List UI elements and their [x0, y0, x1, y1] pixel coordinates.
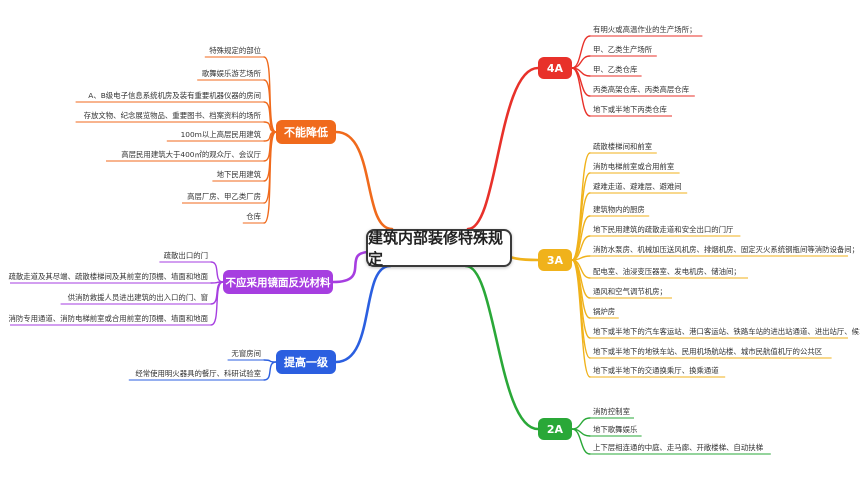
- leaf-item-a3-10[interactable]: 地下或半地下的地铁车站、民用机场航站楼、城市民航值机厅的公共区: [593, 347, 823, 356]
- branch-connector-a4: [466, 66, 540, 231]
- branch-connector-a2: [464, 264, 540, 431]
- leaf-item-a3-5[interactable]: 消防水泵房、机械加压送风机房、排烟机房、固定灭火系统钢瓶间等消防设备间；: [593, 245, 860, 254]
- leaf-item-raise-1[interactable]: 经常使用明火器具的餐厅、科研试验室: [135, 369, 261, 378]
- leaf-item-no_lower-1[interactable]: 歌舞娱乐游艺场所: [201, 69, 261, 78]
- leaf-item-no_mirror-1[interactable]: 疏散走道及其尽端、疏散楼梯间及其前室的顶棚、墙面和地面: [8, 272, 208, 281]
- leaf-connector-raise-1: [263, 361, 277, 381]
- leaf-item-a3-6[interactable]: 配电室、油浸变压器室、发电机房、储油间；: [593, 267, 741, 276]
- branch-node-no_lower[interactable]: 不能降低: [276, 120, 336, 144]
- leaf-item-a4-4[interactable]: 地下或半地下丙类仓库: [593, 105, 667, 114]
- leaf-item-no_lower-8[interactable]: 仓库: [246, 212, 261, 221]
- leaf-connector-a2-0: [571, 417, 591, 430]
- leaf-connector-a4-4: [571, 67, 591, 117]
- leaf-item-a3-4[interactable]: 地下民用建筑的疏散走道和安全出口的门厅: [593, 225, 734, 234]
- leaf-connector-a2-2: [571, 428, 591, 455]
- leaf-item-a3-0[interactable]: 疏散楼梯间和前室: [593, 142, 653, 151]
- root-node[interactable]: 建筑内部装修特殊规定: [366, 229, 512, 268]
- leaf-item-no_lower-0[interactable]: 特殊规定的部位: [209, 46, 261, 55]
- leaf-connector-a3-11: [571, 259, 591, 378]
- leaf-connector-no_lower-8: [263, 131, 277, 224]
- branch-connector-no_mirror: [331, 250, 372, 284]
- branch-connector-no_lower: [334, 130, 394, 231]
- leaf-item-no_lower-7[interactable]: 高层厂房、甲乙类厂房: [187, 192, 261, 201]
- leaf-item-a4-2[interactable]: 甲、乙类仓库: [593, 65, 638, 74]
- leaf-item-a3-2[interactable]: 避难走道、避难层、避难间: [593, 182, 682, 191]
- leaf-item-a3-1[interactable]: 消防电梯前室或合用前室: [593, 162, 675, 171]
- branch-node-a4[interactable]: 4A: [538, 57, 572, 79]
- leaf-item-no_mirror-0[interactable]: 疏散出口的门: [163, 251, 208, 260]
- leaf-item-no_mirror-3[interactable]: 消防专用通道、消防电梯前室或合用前室的顶棚、墙面和地面: [8, 314, 208, 323]
- leaf-item-no_lower-2[interactable]: A、B级电子信息系统机房及装有重要机器仪器的房间: [88, 91, 261, 100]
- leaf-item-no_lower-5[interactable]: 高层民用建筑大于400㎡的观众厅、会议厅: [121, 150, 261, 159]
- leaf-item-a2-2[interactable]: 上下层相连通的中庭、走马廊、开敞楼梯、自动扶梯: [593, 443, 763, 452]
- leaf-item-raise-0[interactable]: 无窗房间: [231, 349, 261, 358]
- leaf-item-a3-3[interactable]: 建筑物内的厨房: [593, 205, 645, 214]
- leaf-item-a2-1[interactable]: 地下歌舞娱乐: [593, 425, 638, 434]
- leaf-connector-a3-0: [571, 152, 591, 261]
- leaf-item-a3-7[interactable]: 通风和空气调节机房；: [593, 287, 667, 296]
- leaf-item-a4-3[interactable]: 丙类高架仓库、丙类高层仓库: [593, 85, 690, 94]
- branch-node-a2[interactable]: 2A: [538, 418, 572, 440]
- leaf-item-no_lower-4[interactable]: 100m以上高层民用建筑: [180, 130, 261, 139]
- leaf-item-no_mirror-2[interactable]: 供消防救援人员进出建筑的出入口的门、窗: [67, 293, 208, 302]
- leaf-connector-no_mirror-0: [210, 261, 224, 283]
- leaf-item-no_lower-3[interactable]: 存放文物、纪念展览物品、重要图书、档案资料的场所: [83, 111, 261, 120]
- leaf-item-a4-1[interactable]: 甲、乙类生产场所: [593, 45, 653, 54]
- leaf-item-a3-8[interactable]: 锅炉房: [593, 307, 616, 316]
- branch-node-no_mirror[interactable]: 不应采用镜面反光材料: [223, 270, 333, 294]
- leaf-item-a4-0[interactable]: 有明火或高温作业的生产场所；: [593, 25, 697, 34]
- leaf-connector-no_mirror-3: [210, 281, 224, 326]
- leaf-item-a3-9[interactable]: 地下或半地下的汽车客运站、港口客运站、铁路车站的进出站通道、进出站厅、候车厅: [593, 327, 860, 336]
- branch-node-a3[interactable]: 3A: [538, 249, 572, 271]
- branch-node-raise[interactable]: 提高一级: [276, 350, 336, 374]
- branch-connector-raise: [334, 264, 392, 364]
- leaf-item-no_lower-6[interactable]: 地下民用建筑: [216, 170, 261, 179]
- leaf-item-a2-0[interactable]: 消防控制室: [593, 407, 630, 416]
- leaf-item-a3-11[interactable]: 地下或半地下的交通换乘厅、换乘通道: [593, 366, 719, 375]
